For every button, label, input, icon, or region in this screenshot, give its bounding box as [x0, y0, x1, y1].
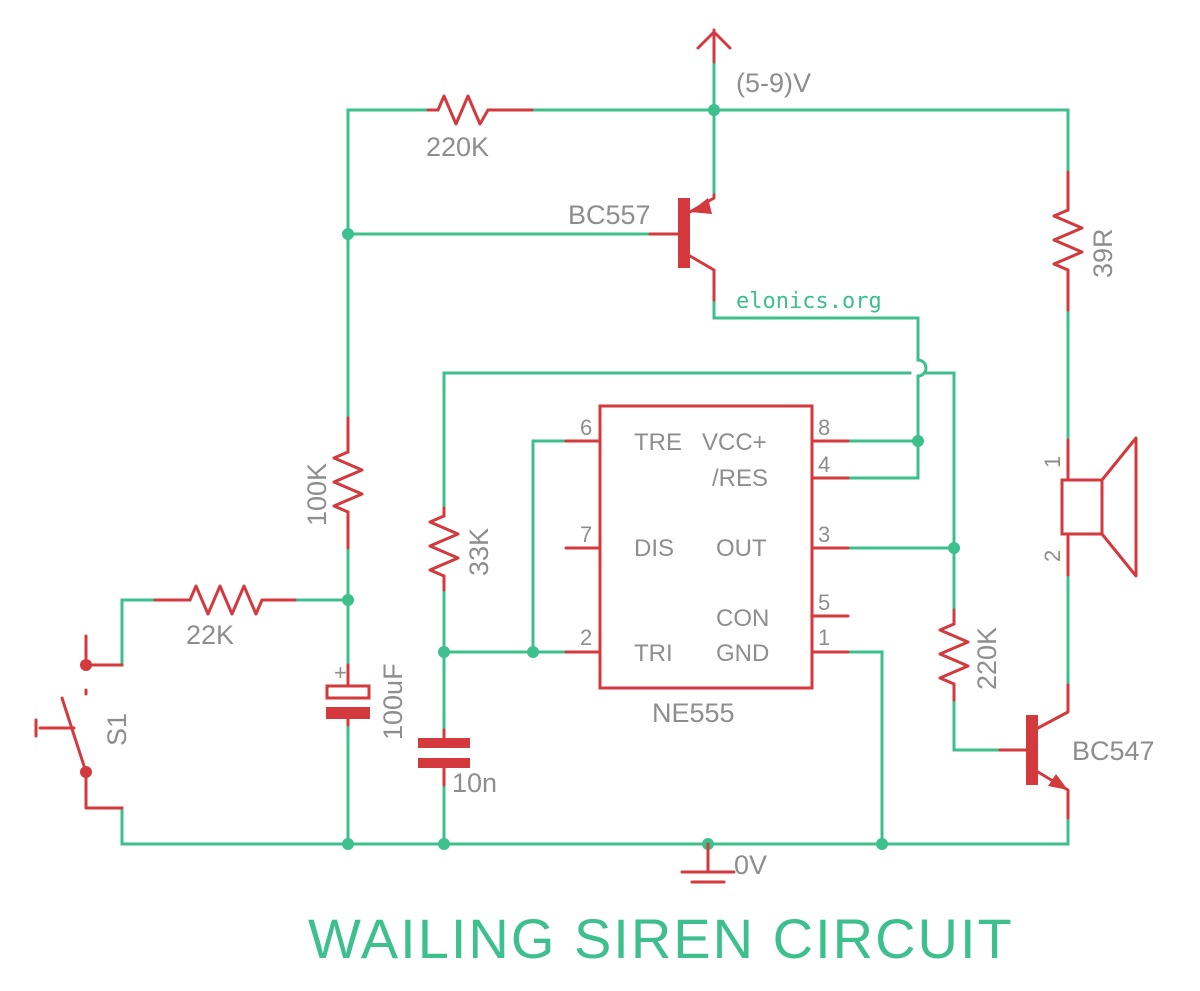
junction-dot: [527, 646, 539, 658]
ic-ne555: [564, 404, 850, 690]
junction-dot: [948, 542, 960, 554]
supply-arrow-icon: [696, 28, 732, 64]
ic-label-dis: DIS: [634, 535, 674, 562]
ic-label-gnd: GND: [716, 640, 769, 667]
resistor-220k-base-label: 220K: [972, 627, 1002, 690]
switch-s1-label: S1: [102, 713, 132, 746]
resistor-33k: [428, 506, 460, 592]
speaker-pin-1: 1: [1040, 456, 1065, 468]
capacitor-100uf-label: 100uF: [378, 663, 408, 740]
ground-icon: [680, 842, 736, 884]
capacitor-100uf: [325, 663, 371, 727]
speaker-pin-2: 2: [1040, 550, 1065, 562]
junction-dot: [342, 594, 354, 606]
resistor-100k-label: 100K: [302, 463, 332, 526]
junction-dot: [438, 646, 450, 658]
junction-dot: [708, 104, 720, 116]
ic-pin-3: 3: [818, 522, 830, 547]
junction-dot: [912, 435, 924, 447]
ic-name-label: NE555: [652, 698, 735, 728]
ic-pin-4: 4: [818, 452, 830, 477]
ic-label-tri: TRI: [634, 640, 673, 667]
junction-dot: [438, 838, 450, 850]
ic-label-tre: TRE: [634, 429, 682, 456]
ic-pin-5: 5: [818, 590, 830, 615]
ic-label-con: CON: [716, 605, 769, 632]
junction-dot: [342, 838, 354, 850]
transistor-bc547-label: BC547: [1072, 736, 1155, 766]
watermark-text: elonics.org: [736, 289, 882, 314]
ic-label-res: /RES: [712, 465, 768, 492]
capacitor-plus-sign: +: [334, 660, 347, 685]
speaker-icon: [1060, 436, 1138, 578]
resistor-39r: [1052, 170, 1084, 312]
transistor-bc547: [998, 683, 1070, 820]
resistor-220k-base: [938, 608, 970, 702]
resistor-22k: [153, 584, 297, 616]
junction-dot: [342, 228, 354, 240]
switch-s1: [34, 634, 124, 810]
resistor-22k-label: 22K: [186, 620, 234, 650]
ic-label-out: OUT: [716, 535, 767, 562]
resistor-100k: [332, 416, 364, 550]
ic-pin-8: 8: [818, 415, 830, 440]
ic-label-vcc: VCC+: [702, 429, 767, 456]
ic-pin-1: 1: [818, 625, 830, 650]
transistor-bc557-label: BC557: [568, 200, 651, 230]
ic-pin-7: 7: [580, 522, 592, 547]
ic-pin-6: 6: [580, 415, 592, 440]
ground-label: 0V: [734, 850, 767, 880]
capacitor-10n-label: 10n: [452, 768, 497, 798]
diagram-title: WAILING SIREN CIRCUIT: [308, 907, 1014, 970]
resistor-39r-label: 39R: [1088, 228, 1118, 278]
wires: [120, 58, 1070, 874]
transistor-bc557: [648, 193, 716, 302]
junction-dot: [876, 838, 888, 850]
resistor-220k-top-label: 220K: [426, 132, 489, 162]
resistor-220k-top: [426, 94, 534, 126]
supply-label: (5-9)V: [736, 68, 811, 98]
resistor-33k-label: 33K: [464, 528, 494, 576]
junctions: [342, 104, 960, 850]
ic-pin-2: 2: [580, 625, 592, 650]
capacitor-10n: [418, 728, 470, 787]
